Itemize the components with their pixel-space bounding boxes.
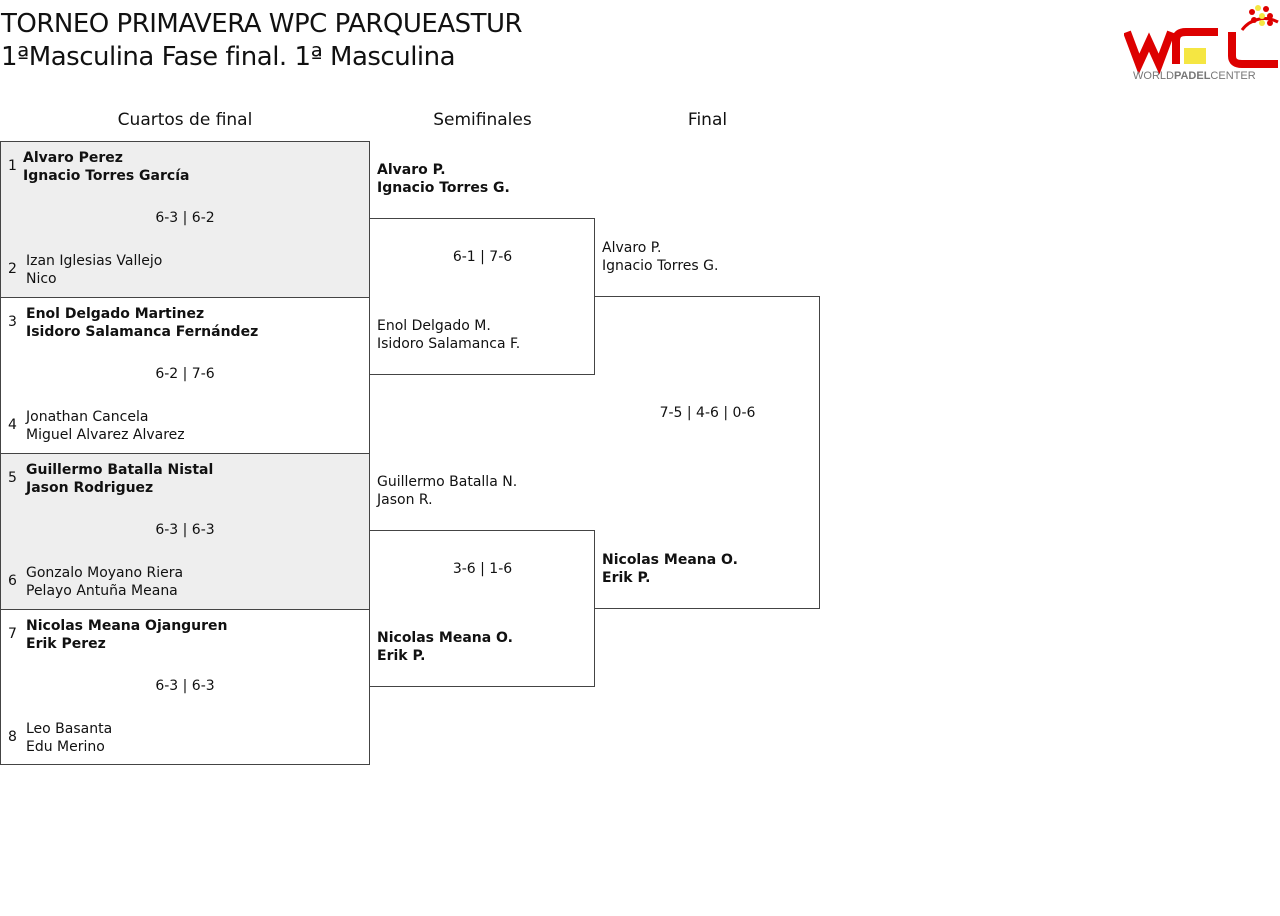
- quarterfinal-match-4[interactable]: [0, 609, 370, 765]
- tournament-title: TORNEO PRIMAVERA WPC PARQUEASTUR: [1, 9, 523, 39]
- svg-text:WORLDPADELCENTER: WORLDPADELCENTER: [1133, 70, 1256, 82]
- seed-number: 2: [8, 261, 17, 277]
- sf2-team-a: Guillermo Batalla N.Jason R.: [377, 474, 518, 508]
- qf-score: 6-3 | 6-3: [155, 678, 215, 694]
- seed-number: 8: [8, 729, 17, 745]
- seed-number: 1: [8, 158, 17, 174]
- sf1-team-b: Enol Delgado M.Isidoro Salamanca F.: [377, 318, 521, 352]
- final-team-b: Nicolas Meana O.Erik P.: [602, 552, 738, 586]
- sf2-score: 3-6 | 1-6: [452, 561, 513, 577]
- final-team-a: Alvaro P.Ignacio Torres G.: [602, 240, 719, 274]
- sf1-score: 6-1 | 7-6: [452, 249, 513, 265]
- round-header-final: Final: [687, 110, 728, 130]
- final-score: 7-5 | 4-6 | 0-6: [659, 405, 756, 421]
- wpc-logo: WORLDPADELCENTER: [1123, 0, 1280, 86]
- seed-number: 3: [8, 314, 17, 330]
- round-header-semifinals: Semifinales: [433, 110, 532, 130]
- seed-number: 4: [8, 417, 17, 433]
- seed-number: 7: [8, 626, 17, 642]
- quarterfinal-match-1[interactable]: [0, 141, 370, 298]
- sf1-team-a: Alvaro P.Ignacio Torres G.: [377, 162, 510, 196]
- category-subtitle: 1ªMasculina Fase final. 1ª Masculina: [1, 42, 456, 72]
- quarterfinal-match-3[interactable]: [0, 453, 370, 610]
- seed-number: 6: [8, 573, 17, 589]
- qf-score: 6-2 | 7-6: [155, 366, 215, 382]
- qf-score: 6-3 | 6-3: [155, 522, 215, 538]
- final-match[interactable]: [594, 296, 820, 609]
- seed-number: 5: [8, 470, 17, 486]
- qf-score: 6-3 | 6-2: [155, 210, 215, 226]
- sf2-team-b: Nicolas Meana O.Erik P.: [377, 630, 513, 664]
- round-header-quarterfinals: Cuartos de final: [117, 110, 253, 130]
